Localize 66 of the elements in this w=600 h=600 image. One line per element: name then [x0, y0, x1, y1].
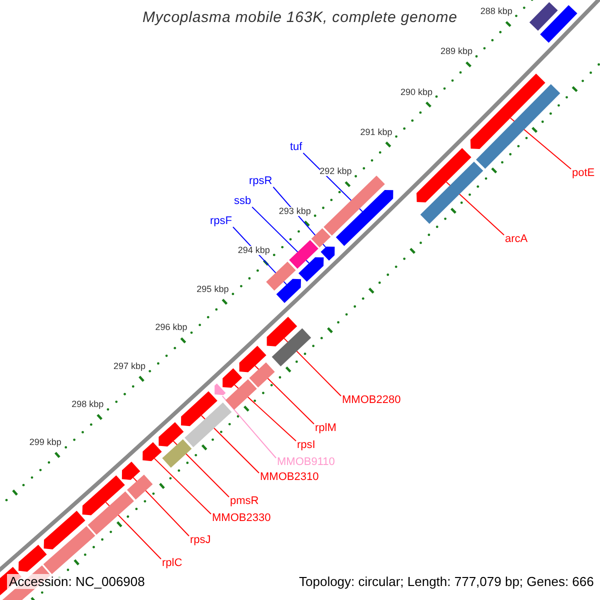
gene-block	[127, 474, 153, 500]
gene-label: MMOB9110	[277, 457, 335, 468]
gene-block	[540, 5, 578, 43]
leader-line	[154, 458, 212, 514]
gene-block	[324, 176, 385, 236]
gene-label: rpsI	[297, 440, 316, 451]
gene-block	[311, 228, 331, 248]
tick-label: 291 kbp	[360, 128, 392, 136]
gene-block	[225, 379, 257, 410]
leader-line	[252, 206, 310, 264]
gene-block	[162, 439, 192, 468]
gene-block	[122, 462, 140, 480]
gene-label: rpsR	[249, 176, 272, 187]
tick-label: 297 kbp	[114, 362, 146, 371]
gene-label: tuf	[290, 142, 302, 153]
gene-block	[476, 84, 560, 169]
gene-block	[239, 346, 266, 372]
gene-block	[529, 2, 558, 31]
gene-label: rpsF	[210, 216, 232, 227]
gene-block	[289, 240, 318, 269]
gene-block	[298, 257, 324, 282]
tick-label: 292 kbp	[320, 167, 352, 176]
gene-block	[184, 402, 232, 448]
gene-block	[416, 148, 472, 202]
gene-block	[420, 162, 484, 224]
tick-label: 299 kbp	[29, 438, 62, 447]
gene-block	[18, 544, 47, 572]
gene-block	[266, 316, 298, 346]
gene-block	[43, 526, 96, 574]
gene-block	[44, 510, 86, 550]
leader-line	[222, 396, 276, 458]
tick-label: 289 kbp	[440, 47, 473, 56]
tick-label: 288 kbp	[480, 7, 512, 16]
gene-block	[222, 368, 242, 388]
gene-block	[142, 442, 162, 462]
gene-label: rplC	[162, 558, 182, 569]
gene-block	[82, 475, 125, 516]
gene-label: pmsR	[230, 496, 259, 507]
accession-text: Accession: NC_006908	[7, 574, 147, 589]
leader-line	[272, 186, 326, 248]
genome-stats-text: Topology: circular; Length: 777,079 bp; Genes: 666	[297, 574, 596, 589]
gene-block	[336, 190, 394, 246]
gene-label: arcA	[505, 234, 528, 245]
gene-block	[88, 491, 134, 535]
gene-block	[249, 362, 275, 388]
gene-block	[158, 422, 184, 446]
tick-label: 290 kbp	[400, 88, 432, 97]
gene-label: MMOB2310	[260, 472, 319, 483]
gene-label: ssb	[234, 196, 252, 207]
tick-label: 295 kbp	[196, 284, 229, 294]
gene-label: rpsJ	[190, 535, 211, 546]
gene-block	[272, 328, 312, 366]
tick-label: 296 kbp	[155, 323, 188, 332]
gene-block	[181, 391, 218, 426]
tick-label: 298 kbp	[72, 400, 104, 409]
gene-label: rplM	[315, 423, 336, 434]
diagram-title: Mycoplasma mobile 163K, complete genome	[142, 10, 458, 25]
gene-block	[266, 262, 296, 291]
gene-label: MMOB2280	[342, 395, 401, 406]
gene-block	[320, 246, 335, 261]
gene-label: MMOB2330	[212, 513, 271, 524]
gene-block	[276, 278, 301, 303]
gene-block	[470, 74, 546, 149]
gene-label: potE	[572, 168, 595, 179]
tick-label: 293 kbp	[278, 206, 311, 216]
tick-label: 294 kbp	[238, 246, 270, 255]
